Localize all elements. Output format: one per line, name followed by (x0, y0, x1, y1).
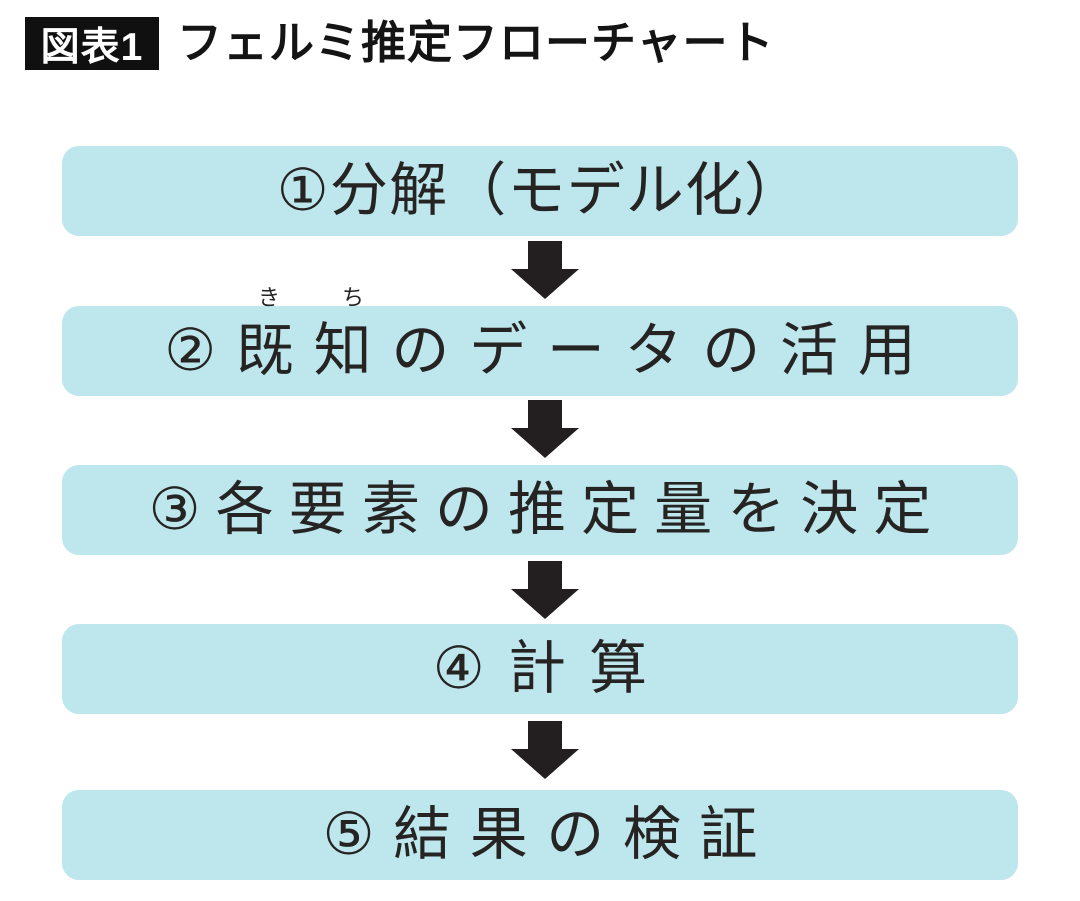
arrow-stem (528, 400, 562, 428)
arrow-down-icon (511, 561, 579, 619)
arrow-down-icon (511, 721, 579, 779)
flow-step-3: ③各要素の推定量を決定 (62, 465, 1018, 555)
flow-step-4: ④計算 (62, 624, 1018, 714)
arrow-head (511, 749, 579, 779)
step-5-label: ⑤結果の検証 (322, 802, 776, 867)
arrow-down-icon (511, 241, 579, 299)
flow-step-1: ①分解（モデル化） (62, 146, 1018, 236)
arrow-stem (528, 561, 562, 589)
arrow-head (511, 589, 579, 619)
figure-number-badge: 図表1 (25, 17, 159, 70)
furigana-ki: き (258, 285, 281, 310)
arrow-head (511, 428, 579, 458)
arrow-head (511, 269, 579, 299)
arrow-stem (528, 721, 562, 749)
step-3-label: ③各要素の推定量を決定 (148, 477, 947, 542)
flow-step-2: き ち ②既知のデータの活用 (62, 287, 1018, 396)
figure-title: フェルミ推定フローチャート (177, 17, 775, 68)
step-1-label: ①分解（モデル化） (276, 158, 804, 223)
step-4-label: ④計算 (432, 636, 671, 701)
arrow-down-icon (511, 400, 579, 458)
furigana-chi: ち (342, 285, 365, 310)
step-2-label: ②既知のデータの活用 (164, 318, 936, 383)
flow-step-5: ⑤結果の検証 (62, 790, 1018, 880)
arrow-stem (528, 241, 562, 269)
